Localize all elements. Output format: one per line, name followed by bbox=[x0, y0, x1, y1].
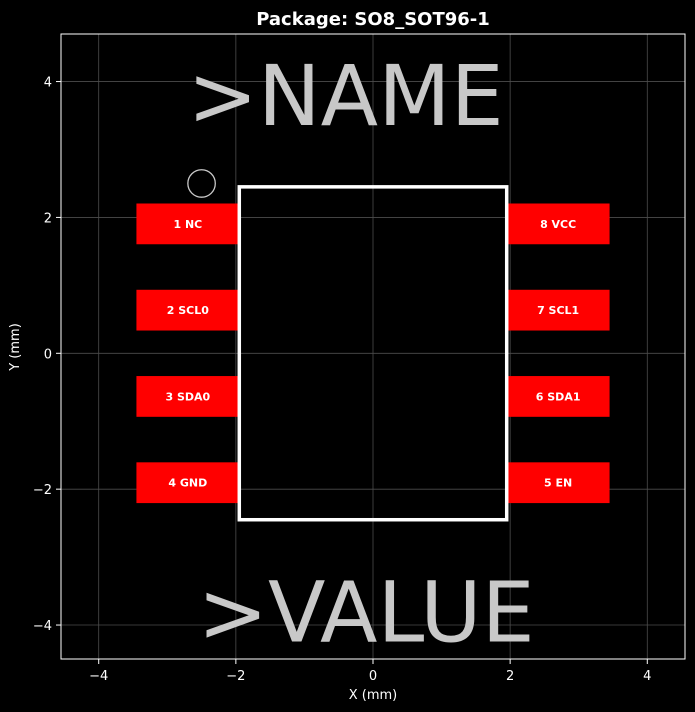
body-outline-group bbox=[237, 185, 509, 522]
silkscreen-annotation: >NAME bbox=[187, 47, 503, 145]
x-axis-label: X (mm) bbox=[349, 688, 398, 703]
pad bbox=[136, 462, 240, 504]
pad-group: 1 NC 2 SCL0 3 SDA0 4 GND 5 EN 6 SDA1 7 SCL1 8 V… bbox=[136, 203, 610, 504]
pad bbox=[506, 376, 610, 417]
pad bbox=[136, 289, 240, 331]
pin1-marker-group bbox=[187, 169, 216, 198]
pad-label: 7 SCL1 bbox=[537, 304, 579, 317]
x-tick-label: 4 bbox=[643, 669, 651, 684]
y-axis-label: Y (mm) bbox=[8, 323, 23, 372]
pad bbox=[136, 376, 240, 417]
pad bbox=[506, 289, 610, 331]
x-tick-label: 0 bbox=[369, 669, 377, 684]
axis-ticks: −4 −2 0 2 4 −4 −2 0 2 4 bbox=[33, 76, 652, 684]
silkscreen-text: >NAME >VALUE bbox=[187, 47, 534, 661]
pad-label: 5 EN bbox=[544, 477, 572, 490]
x-tick-label: −4 bbox=[89, 669, 108, 684]
chart-title: Package: SO8_SOT96-1 bbox=[256, 9, 490, 30]
pin1-marker bbox=[187, 169, 216, 198]
pad bbox=[506, 203, 610, 245]
y-tick-label: 0 bbox=[44, 347, 52, 362]
pad-label: 2 SCL0 bbox=[167, 304, 209, 317]
x-tick-label: −2 bbox=[226, 669, 245, 684]
pad bbox=[136, 203, 240, 245]
pad-label: 1 NC bbox=[173, 218, 202, 231]
y-tick-label: −4 bbox=[33, 619, 52, 634]
silkscreen-annotation: >VALUE bbox=[198, 563, 535, 661]
y-tick-label: 2 bbox=[44, 211, 52, 226]
pad-label: 6 SDA1 bbox=[536, 390, 581, 403]
pad-label: 8 VCC bbox=[540, 218, 576, 231]
pad-label: 4 GND bbox=[168, 477, 207, 490]
y-tick-label: −2 bbox=[33, 483, 52, 498]
body-outline bbox=[237, 185, 509, 522]
pad-label: 3 SDA0 bbox=[165, 390, 210, 403]
x-tick-label: 2 bbox=[506, 669, 514, 684]
pad bbox=[506, 462, 610, 504]
y-tick-label: 4 bbox=[44, 76, 52, 91]
